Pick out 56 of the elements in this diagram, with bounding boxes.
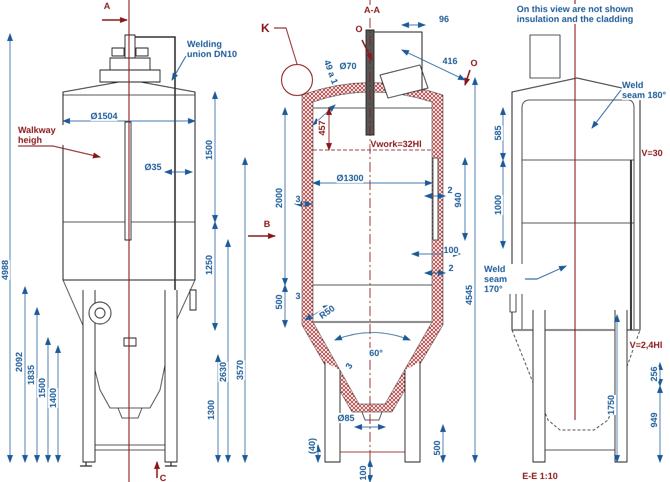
- dimension-label: 2000: [274, 188, 284, 208]
- callout-label: Weld seam 180°: [622, 80, 668, 100]
- callout-label: Welding union DN10: [187, 39, 237, 59]
- dimension-label: 96: [439, 14, 449, 24]
- dimension-label: 416: [442, 56, 458, 66]
- dimension-label: (40): [307, 438, 317, 454]
- section-label: A-A: [364, 5, 380, 15]
- dimension-label: 3: [296, 194, 300, 204]
- dimension-label: 100: [443, 245, 459, 255]
- dimension-label: 2: [448, 263, 454, 273]
- dimension-label: 949: [649, 412, 659, 428]
- dimension-label: 1250: [204, 254, 214, 276]
- leader-line: [524, 266, 567, 280]
- dimension-label: 1835: [26, 364, 36, 386]
- dimension-label: Ø1504: [90, 111, 118, 121]
- dimension-label: 585: [493, 125, 503, 141]
- section-label: 457: [317, 120, 327, 136]
- dimension-label: 1400: [48, 388, 58, 408]
- leader-line: [591, 90, 622, 129]
- dimension-label: 500: [274, 294, 284, 310]
- section-label: V=30: [641, 148, 663, 158]
- dimension-label: 3: [296, 291, 300, 301]
- dimension-label: 2092: [14, 352, 24, 372]
- leader-line: [274, 28, 298, 64]
- dimension-label: 1000: [493, 194, 503, 216]
- dimension-label: 500: [432, 440, 442, 456]
- dimension-label: 4988: [0, 260, 10, 280]
- dimension-label: Ø85: [338, 413, 354, 423]
- dimension-label: Ø1300: [336, 173, 364, 183]
- section-label: O: [470, 58, 478, 68]
- note-text: On this view are not shown insulation and the cladding: [516, 4, 634, 24]
- section-label: E-E 1:10: [522, 471, 558, 481]
- dimension-label: 1300: [206, 400, 216, 420]
- dimension-label: 256: [649, 366, 659, 382]
- section-label: O: [356, 24, 362, 34]
- dimension-label: 2630: [218, 362, 228, 382]
- section-label: Vwork=32Hl: [370, 139, 422, 149]
- dimension-label: Ø70: [340, 61, 356, 71]
- dimension-label: 2: [448, 185, 452, 195]
- dimension-label: 60°: [369, 348, 383, 358]
- detail-circle: [281, 64, 313, 96]
- dimension-label: 1500: [204, 140, 214, 160]
- dimension-label: 100: [358, 465, 368, 481]
- leader-line: [18, 146, 101, 158]
- callout-label: Weld seam 170°: [484, 264, 524, 294]
- section-label: A: [104, 1, 110, 11]
- section-label: B: [264, 219, 270, 229]
- dimension-label: 1750: [606, 394, 616, 416]
- dimension-label: Ø35: [144, 162, 162, 172]
- dimension-label: 4545: [464, 284, 474, 306]
- leader-line: [172, 56, 186, 81]
- section-label: V=2,4Hl: [630, 340, 662, 350]
- section-label: C: [160, 473, 166, 482]
- dimension-label: 940: [453, 192, 463, 208]
- dimension-label: 3570: [235, 360, 245, 380]
- dimension-label: 1500: [37, 378, 47, 398]
